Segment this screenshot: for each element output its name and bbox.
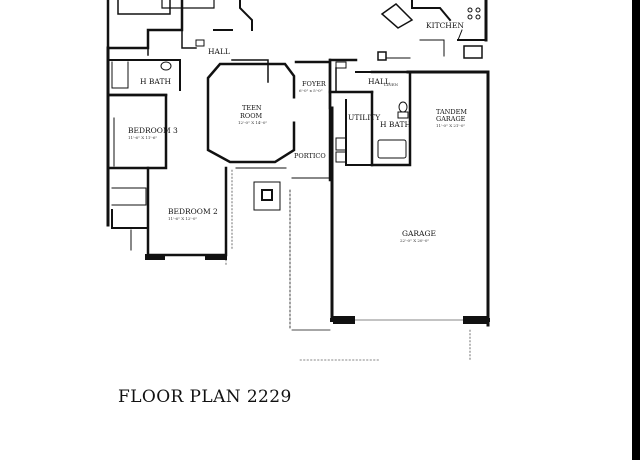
room-label-portico: PORTICO <box>294 152 326 160</box>
room-label-teen-2: ROOM <box>240 112 263 120</box>
room-label-utility: UTILITY <box>348 113 381 122</box>
plan-walls <box>106 0 490 361</box>
room-label-bedroom3: BEDROOM 3 <box>128 126 178 135</box>
room-label-kitchen: KITCHEN <box>426 21 464 30</box>
room-label-foyer: FOYER <box>302 80 327 88</box>
room-dim-bedroom3: 11'-6" X 11'-6" <box>128 135 157 140</box>
room-dim-teen: 12'-0" X 14'-0" <box>238 120 267 125</box>
page-edge-bar <box>632 0 640 460</box>
room-label-linen: LINEN <box>384 82 399 87</box>
room-dim-garage: 22'-0" X 20'-0" <box>400 238 429 243</box>
room-label-h-bath-left: H BATH <box>140 77 171 86</box>
plan-title: FLOOR PLAN 2229 <box>118 387 292 407</box>
room-label-hall-top: HALL <box>208 47 230 56</box>
room-dim-foyer: 6'-0" x 5'-0" <box>299 88 323 93</box>
room-label-tandem-1: TANDEM <box>436 108 467 116</box>
room-label-garage: GARAGE <box>402 229 436 238</box>
room-label-tandem-2: GARAGE <box>436 115 466 123</box>
room-dim-bedroom2: 11'-6" X 12'-0" <box>168 216 197 221</box>
room-label-hall-right: HALL <box>368 77 390 86</box>
room-dim-tandem: 11'-0" X 21'-0" <box>436 123 465 128</box>
room-label-teen-1: TEEN <box>242 104 262 112</box>
room-label-h-bath-right: H BATH <box>380 120 411 129</box>
room-label-bedroom2: BEDROOM 2 <box>168 207 218 216</box>
